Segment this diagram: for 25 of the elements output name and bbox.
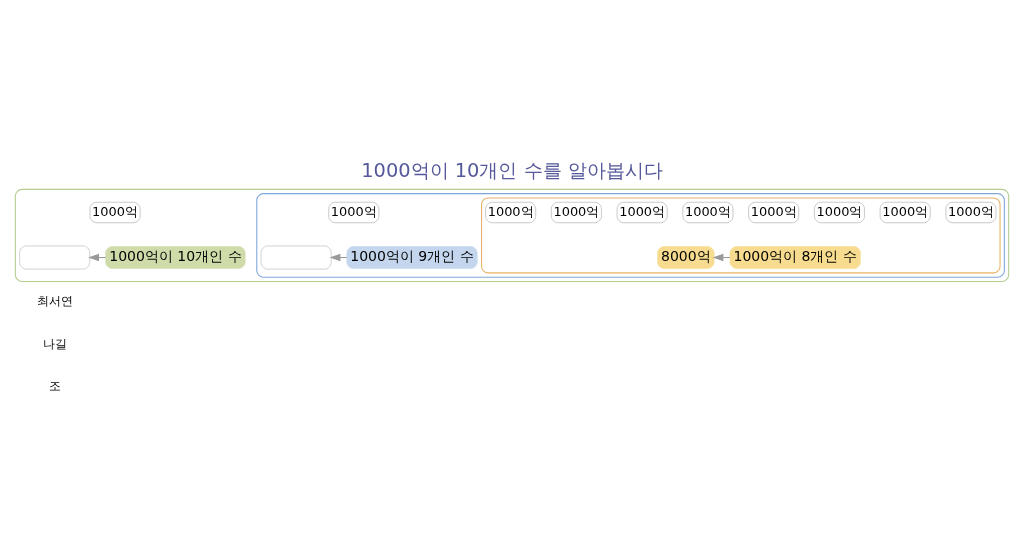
cluster [481, 197, 1001, 274]
node-box [260, 245, 332, 270]
node-box: 1000억이 9개인 수 [346, 246, 478, 269]
node-box: 1000억 [485, 202, 536, 224]
node-box: 1000억 [945, 202, 997, 224]
node-box: 1000억 [89, 202, 141, 224]
node-box: 1000억이 10개인 수 [105, 246, 246, 269]
label: 최서연 [36, 294, 73, 308]
node-box: 1000억 [879, 202, 931, 224]
label: 나길 [42, 336, 67, 351]
node-box: 1000억 [616, 202, 668, 224]
node-box: 1000억 [551, 202, 602, 224]
node-box [19, 245, 90, 270]
diagram-title: 1000억이 10개인 수를 알아봅시다 [361, 158, 663, 182]
node-box: 1000억 [682, 202, 734, 224]
cluster [14, 188, 1010, 283]
label: 조 [48, 379, 61, 394]
node-box: 8000억 [657, 246, 715, 269]
node-box: 1000억 [748, 202, 799, 224]
node-box: 1000억 [814, 202, 865, 224]
arrow [329, 253, 348, 262]
cluster [256, 193, 1005, 278]
node-box: 1000억 [328, 202, 380, 224]
arrow [88, 253, 107, 262]
node-box: 1000억이 8개인 수 [729, 246, 861, 269]
